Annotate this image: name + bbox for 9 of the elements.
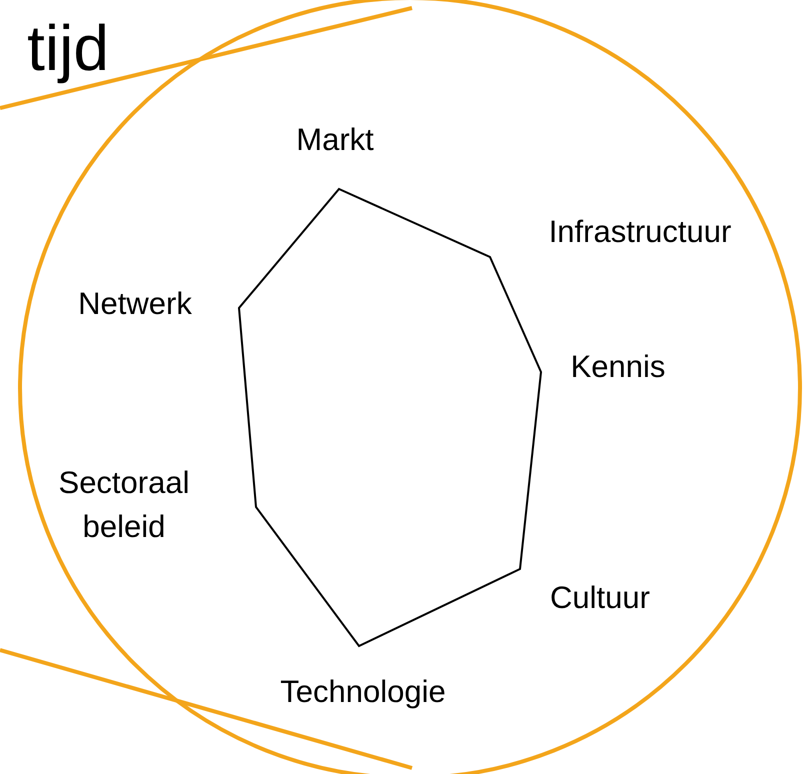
factor-label: Technologie (279, 673, 447, 711)
factor-label: Kennis (570, 348, 666, 386)
factor-label: Cultuur (549, 579, 651, 617)
factor-label: Sectoraal beleid (58, 464, 190, 546)
factor-label: Infrastructuur (548, 213, 732, 251)
heptagon-outline (238, 188, 542, 648)
factor-label: Netwerk (77, 285, 193, 323)
time-label: tijd (26, 13, 110, 83)
factor-label: Markt (295, 121, 375, 159)
